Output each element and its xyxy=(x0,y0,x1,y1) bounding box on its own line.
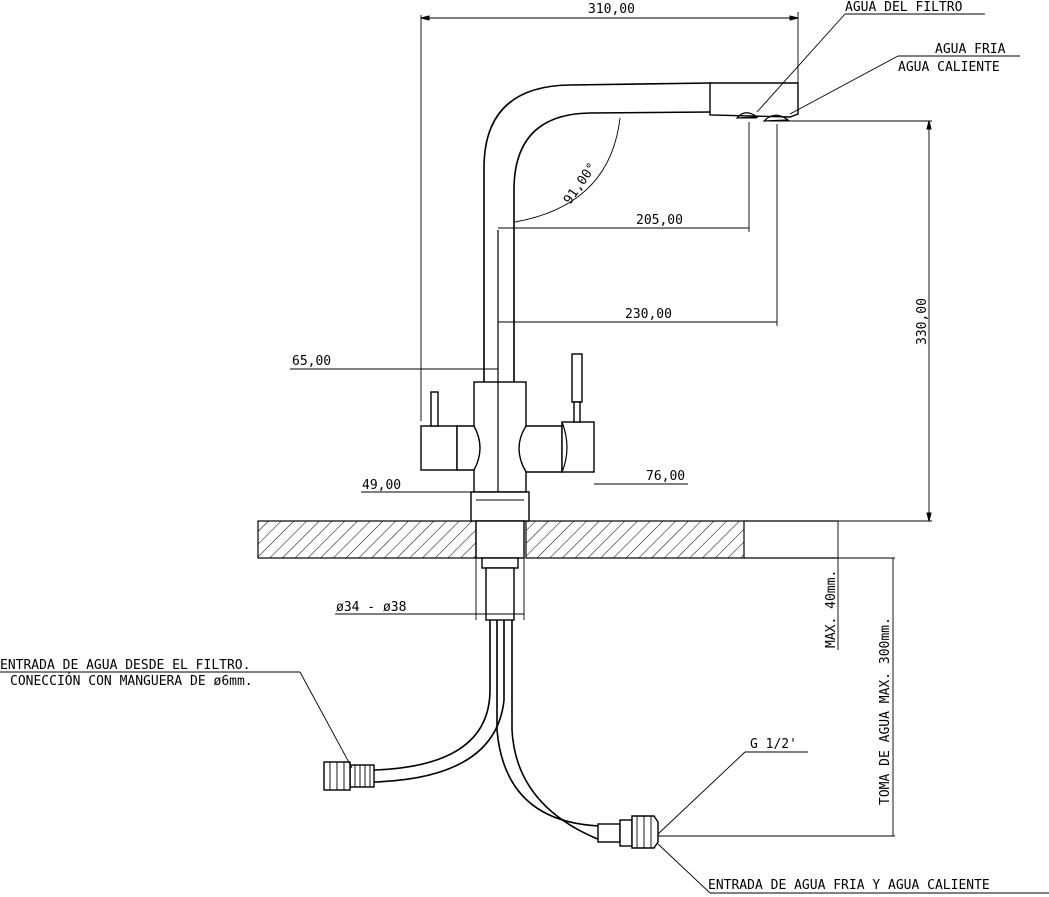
dimension-lines xyxy=(290,12,932,837)
leader-lines xyxy=(0,13,1049,894)
label-agua-fria: AGUA FRIA xyxy=(935,42,1006,57)
countertop xyxy=(257,520,838,559)
label-agua-caliente: AGUA CALIENTE xyxy=(898,60,1000,75)
label-thread: G 1/2' xyxy=(750,737,797,752)
dim-overall-width: 310,00 xyxy=(588,2,635,17)
dim-body-offset: 65,00 xyxy=(292,354,331,369)
dim-spout-reach-205: 205,00 xyxy=(636,213,683,228)
faucet-spout xyxy=(483,82,799,382)
label-entrada-filtro-1: ENTRADA DE AGUA DESDE EL FILTRO. xyxy=(0,658,250,673)
label-entrada-fria-caliente: ENTRADA DE AGUA FRIA Y AGUA CALIENTE xyxy=(708,878,990,893)
hoses xyxy=(323,620,659,849)
dim-spout-reach-230: 230,00 xyxy=(625,307,672,322)
label-entrada-filtro-2: CONECCIÓN CON MANGUERA DE ø6mm. xyxy=(10,673,253,689)
dim-hole-diameter: ø34 - ø38 xyxy=(336,600,406,615)
faucet-body xyxy=(420,230,595,621)
label-toma-agua: TOMA DE AGUA MAX. 300mm. xyxy=(878,617,893,805)
dim-height-330: 330,00 xyxy=(915,298,930,345)
dim-angle: 91,00° xyxy=(561,160,600,207)
label-agua-del-filtro: AGUA DEL FILTRO xyxy=(845,0,963,15)
dim-handle-reach: 76,00 xyxy=(646,469,685,484)
dim-base-diameter: 49,00 xyxy=(362,478,401,493)
label-max-40: MAX. 40mm. xyxy=(824,570,839,648)
